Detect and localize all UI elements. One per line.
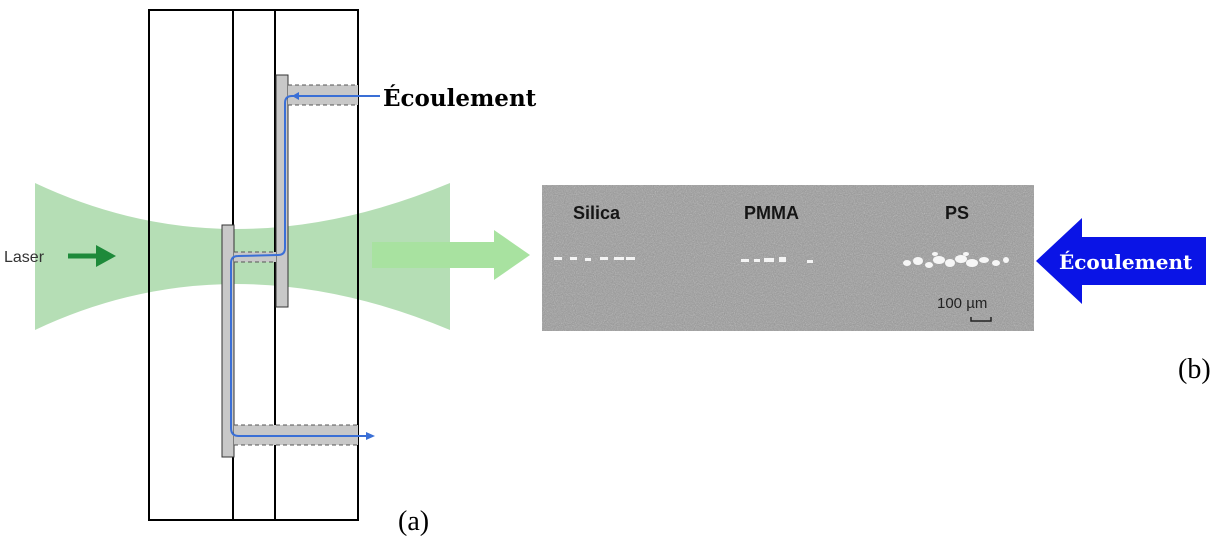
flow-label-b: Écoulement xyxy=(1059,250,1193,274)
flow-path-arrowhead-out xyxy=(366,432,375,440)
flow-label-a: Écoulement xyxy=(383,85,537,112)
silica-particles xyxy=(554,257,635,261)
label-pmma: PMMA xyxy=(744,203,799,223)
scale-bar-label: 100 µm xyxy=(937,295,987,312)
ps-particles xyxy=(903,252,1009,268)
flow-arrow-b xyxy=(1036,218,1206,304)
laser-label: Laser xyxy=(4,249,45,266)
transfer-arrow-head xyxy=(494,230,530,280)
flow-path xyxy=(230,95,380,437)
pmma-particles xyxy=(741,257,813,263)
right-plate xyxy=(274,9,359,521)
connecting-hole xyxy=(234,252,276,262)
channel-upper xyxy=(275,74,289,308)
caption-b: (b) xyxy=(1178,354,1211,385)
panel-a: Laser Écoulement (a) xyxy=(4,9,537,536)
label-silica: Silica xyxy=(573,203,621,223)
caption-a: (a) xyxy=(398,506,429,536)
flow-path-arrowhead-in xyxy=(292,92,299,100)
transfer-arrow-shaft xyxy=(372,242,496,268)
label-ps: PS xyxy=(945,203,969,223)
panel-b: Silica PMMA PS 100 µm Écoulement (b) xyxy=(542,185,1211,385)
laser-arrow-head xyxy=(96,245,116,267)
transfer-arrow xyxy=(372,230,530,280)
scale-bar xyxy=(970,317,992,322)
